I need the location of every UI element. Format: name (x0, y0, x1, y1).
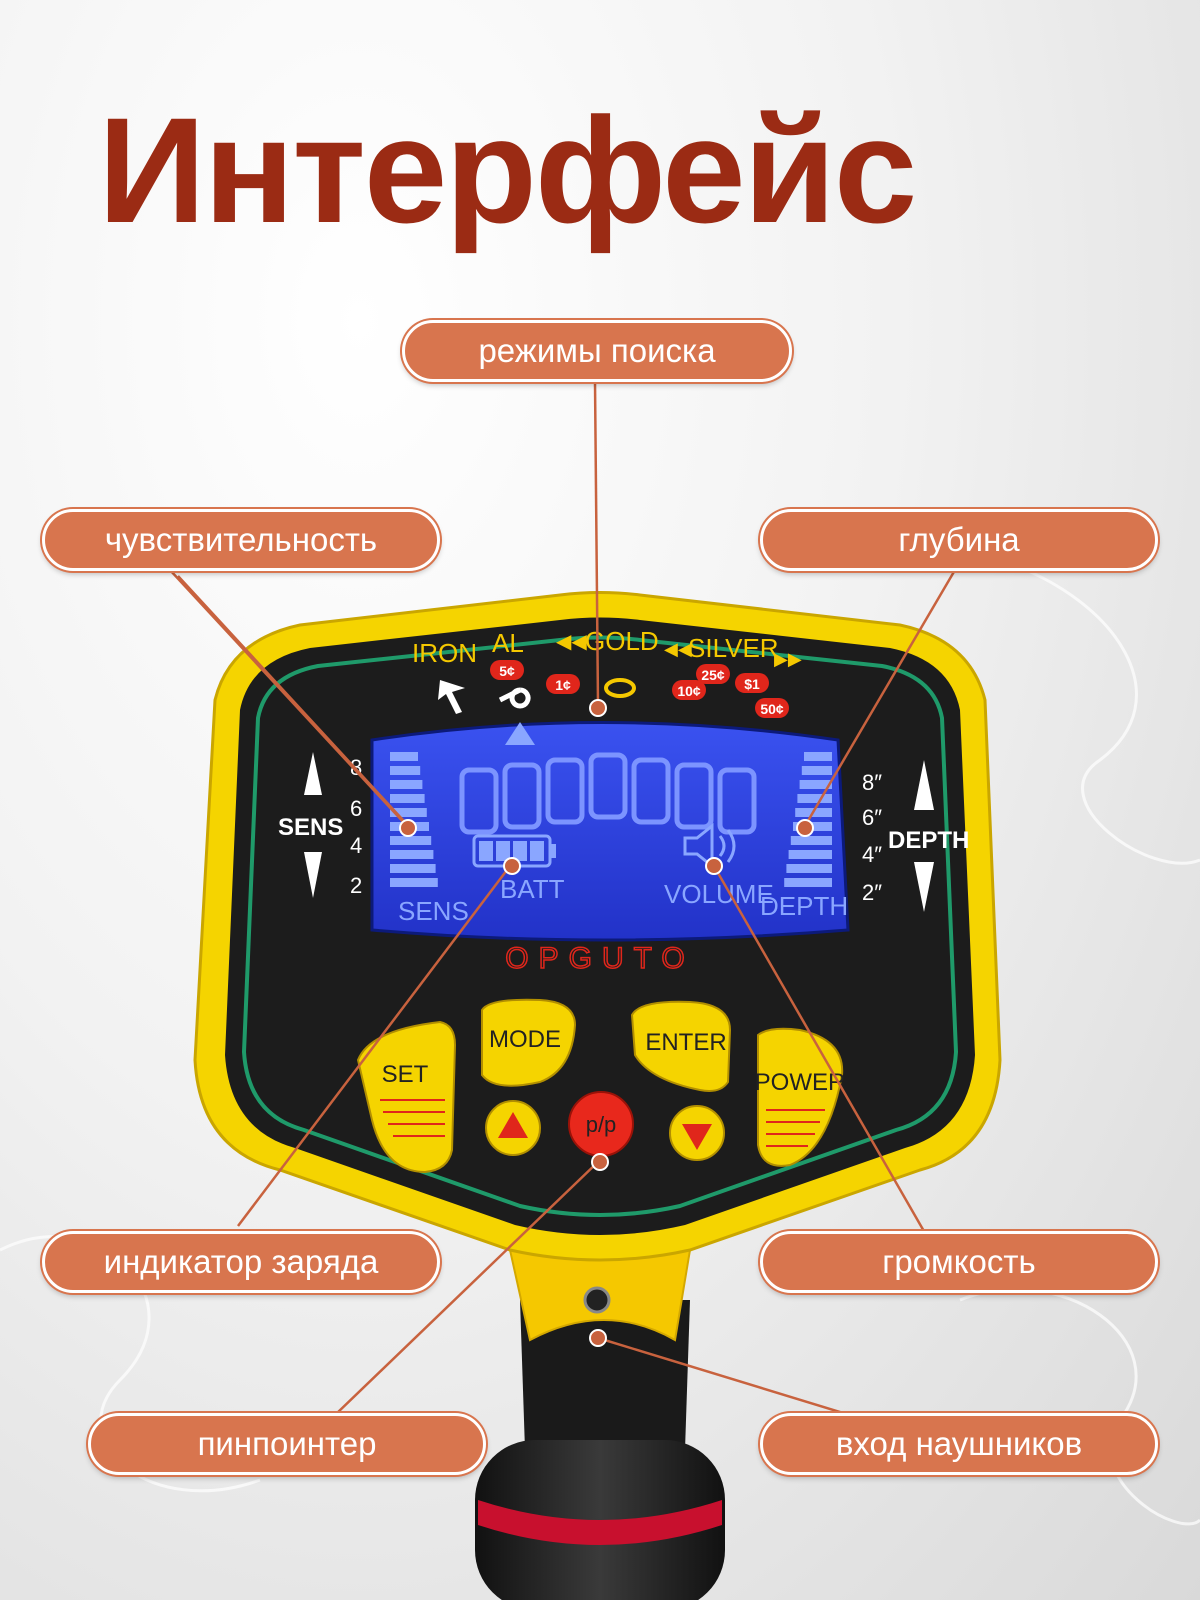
sens-label: SENS (278, 814, 343, 841)
sens-up-arrow-icon (304, 752, 322, 795)
lcd-digit (631, 757, 671, 825)
sens-bar-segment (390, 878, 438, 887)
depth-scale-2: 2″ (862, 880, 882, 905)
up-button[interactable] (485, 1100, 541, 1156)
lcd-screen: SENS BATT VOLUME DEPTH (370, 721, 850, 942)
headphone-jack (583, 1286, 611, 1314)
lcd-digit (545, 757, 585, 825)
depth-label: DEPTH (888, 827, 969, 854)
can-tab-icon (498, 687, 531, 709)
signal-wave-left-icon: ◀◀ (556, 631, 587, 653)
pinpoint-button-label: p/p (586, 1112, 617, 1137)
depth-bar-segment (804, 752, 832, 761)
pinpoint-button[interactable]: p/p (568, 1091, 634, 1157)
lcd-digit (674, 762, 714, 830)
depth-scale-4: 4″ (862, 842, 882, 867)
detector-handle (475, 1249, 725, 1600)
depth-bar-segment (801, 766, 832, 775)
callout-battery: индикатор заряда (42, 1231, 440, 1293)
sens-bar-segment (390, 794, 425, 803)
sens-bar-segment (390, 850, 434, 859)
coin-badges: 5¢ 1¢ 25¢ 10¢ $1 50¢ (490, 660, 789, 718)
brand-logo: OPGUTO (505, 942, 694, 975)
sens-down-arrow-icon (304, 852, 322, 898)
sens-scale-4: 4 (350, 833, 362, 858)
nail-icon (438, 680, 465, 714)
callout-pinpointer: пинпоинтер (88, 1413, 486, 1475)
sens-bar-segment (390, 766, 421, 775)
enter-button-label: ENTER (645, 1029, 726, 1056)
down-triangle-icon (682, 1124, 712, 1150)
lcd-sens-label: SENS (398, 896, 469, 926)
sens-bar-segment (390, 752, 418, 761)
target-silver-label: SILVER (688, 633, 779, 663)
page-title: Интерфейс (98, 86, 917, 254)
depth-bar-segment (788, 850, 832, 859)
target-gold-label: GOLD (585, 626, 659, 656)
target-iron-label: IRON (412, 638, 477, 668)
lcd-volume-label: VOLUME (664, 879, 774, 909)
depth-up-arrow-icon (914, 760, 934, 810)
pointer-arrow-icon (505, 722, 535, 745)
up-triangle-icon (498, 1112, 528, 1138)
set-button[interactable]: SET (356, 1020, 457, 1174)
callout-sensitivity: чувствительность (42, 509, 440, 571)
enter-button[interactable]: ENTER (630, 1000, 732, 1092)
coin-50c-label: 50¢ (760, 701, 784, 717)
lcd-digit (717, 767, 757, 835)
depth-down-arrow-icon (914, 862, 934, 912)
signal-wave-mid-icon: ◀◀ (664, 639, 692, 659)
signal-wave-right-icon: ▶▶ (774, 649, 802, 669)
battery-icon (472, 834, 556, 868)
power-button[interactable]: POWER (755, 1027, 846, 1167)
sens-scale-2: 2 (350, 873, 362, 898)
callout-anchor-dots (399, 699, 814, 1347)
set-button-label: SET (382, 1061, 429, 1088)
sens-scale-6: 6 (350, 796, 362, 821)
callout-search-modes: режимы поиска (402, 320, 792, 382)
depth-bar-segment (790, 836, 832, 845)
depth-bar-segment (799, 780, 832, 789)
mode-button-label: MODE (489, 1026, 561, 1053)
target-indicators: IRON AL GOLD SILVER ◀◀ ◀◀ ▶▶ 5¢ 1¢ 25¢ 1… (412, 626, 802, 718)
callout-depth: глубина (760, 509, 1158, 571)
callout-volume: громкость (760, 1231, 1158, 1293)
depth-bar-segment (797, 794, 832, 803)
sens-bar-segment (390, 836, 432, 845)
face-outline (241, 635, 959, 1217)
callout-leader-lines (169, 381, 957, 1437)
coin-1d-label: $1 (744, 676, 760, 692)
depth-bar-segment (786, 864, 832, 873)
depth-bar-segment (784, 878, 832, 887)
coin-25c-label: 25¢ (701, 667, 725, 683)
depth-scale: DEPTH 8″ 6″ 4″ 2″ (862, 760, 969, 912)
target-al-label: AL (492, 628, 524, 658)
ring-icon (604, 678, 636, 698)
lcd-batt-label: BATT (500, 874, 565, 904)
mode-button[interactable]: MODE (481, 998, 577, 1087)
depth-scale-8: 8″ (862, 770, 882, 795)
power-button-label: POWER (755, 1069, 846, 1096)
lcd-digit (459, 767, 499, 835)
sens-bar-segment (390, 780, 423, 789)
callout-headphones: вход наушников (760, 1413, 1158, 1475)
coin-1c-label: 1¢ (555, 677, 571, 693)
down-button[interactable] (669, 1105, 725, 1161)
lcd-digit (502, 762, 542, 830)
sens-bar-segment (390, 808, 427, 817)
sens-bar-segment (390, 864, 436, 873)
lcd-depth-label: DEPTH (760, 891, 848, 921)
sens-scale: SENS 8 6 4 2 (278, 752, 362, 898)
depth-scale-6: 6″ (862, 805, 882, 830)
coin-5c-label: 5¢ (499, 663, 515, 679)
coin-10c-label: 10¢ (677, 683, 701, 699)
lcd-digit-segments (459, 752, 757, 835)
lcd-digit (588, 752, 628, 820)
